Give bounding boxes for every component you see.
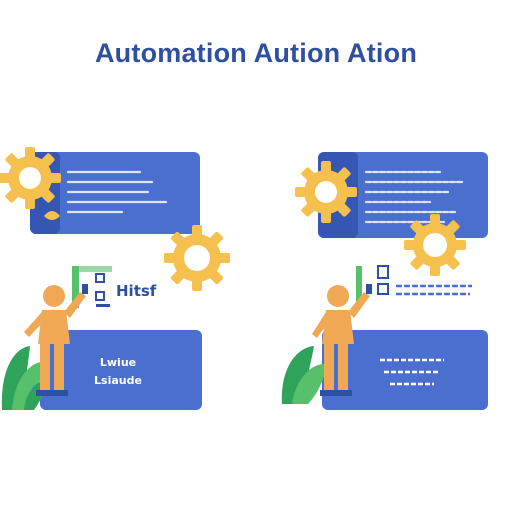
- phone-icon: [82, 284, 88, 294]
- page-title: Automation Aution Ation: [94, 38, 418, 68]
- right-bottom-card: [322, 330, 488, 410]
- right-bottom-card-text-lines: [380, 358, 444, 386]
- plant-icon: [281, 346, 328, 404]
- gear-icon: [295, 161, 357, 223]
- gear-icon: [0, 147, 61, 209]
- left-top-card-text-lines: [66, 170, 168, 214]
- left-floating-label: Hitsf: [72, 266, 157, 308]
- left-panel-line-1: Lwiue: [100, 356, 136, 369]
- person-icon: [24, 285, 86, 396]
- left-panel-line-2: Lsiaude: [94, 374, 142, 387]
- left-bottom-card: Lwiue Lsiaude: [40, 330, 202, 410]
- left-top-card: [30, 152, 200, 234]
- right-top-card-text-lines: [364, 170, 464, 224]
- right-floating-label: [356, 265, 472, 304]
- person-icon: [312, 285, 370, 396]
- phone-icon: [366, 284, 372, 294]
- left-label-text: Hitsf: [116, 282, 157, 300]
- gear-icon: [404, 214, 466, 276]
- left-scene: Hitsf Lwiue Lsiaude: [0, 147, 230, 410]
- gear-icon: [164, 225, 230, 291]
- decorative-leaf-icon: [44, 211, 60, 220]
- right-scene: [281, 152, 488, 410]
